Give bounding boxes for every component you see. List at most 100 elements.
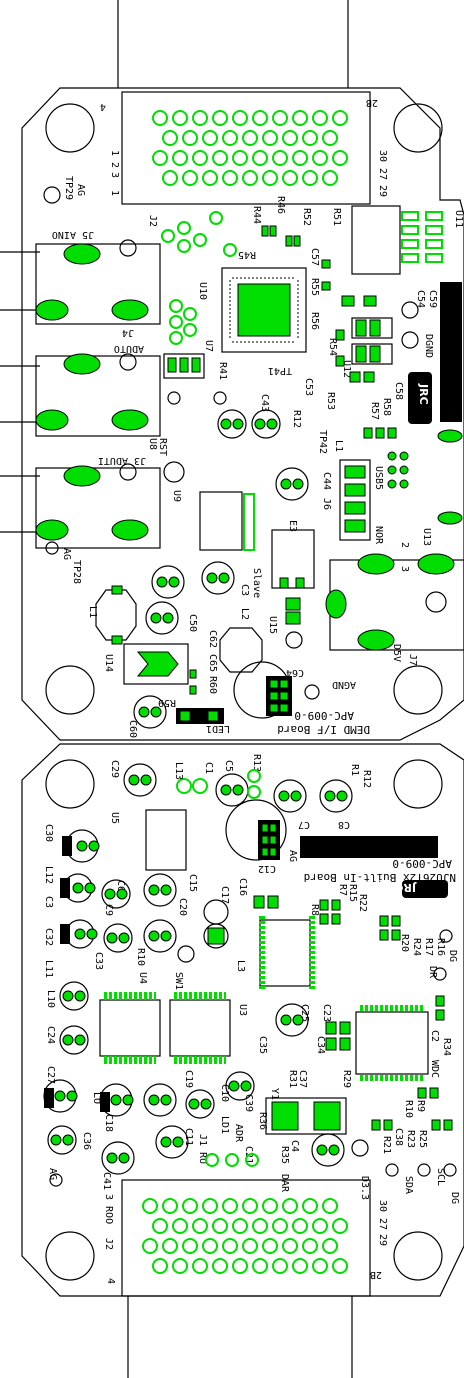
l11-label: L11	[43, 960, 54, 978]
c8-label: C8	[338, 819, 350, 830]
r8-label: R8	[309, 904, 320, 916]
slave-label: Slave	[251, 568, 262, 598]
pin2-label: 2	[399, 542, 410, 548]
j1-label: J1	[197, 1134, 208, 1146]
j2-pin-29: 29	[377, 185, 388, 197]
c64-label: C64	[286, 667, 304, 678]
e3-label: E3	[287, 520, 298, 532]
jack-j3	[0, 463, 161, 549]
c35-label: C35	[257, 1036, 268, 1054]
r25-label: R25	[417, 1130, 428, 1148]
agnd-label: AGND	[332, 679, 356, 690]
c3-label: C3	[239, 584, 250, 596]
j6-label: J6	[321, 498, 332, 510]
j2-pin-4: 4	[100, 101, 106, 112]
c38-label: C38	[393, 1128, 404, 1146]
u10-label: U10	[197, 282, 208, 300]
l2-label: L2	[239, 608, 250, 620]
u9-label: U9	[171, 490, 182, 502]
dg-scl-label: DG	[449, 1192, 460, 1204]
tp28-label: TP28	[71, 560, 82, 584]
c62-label: C62	[207, 630, 218, 648]
r41-label: R41	[217, 362, 228, 380]
c59-label: C59	[427, 290, 438, 308]
c58-label: C58	[393, 382, 404, 400]
u4-label: U4	[137, 972, 148, 984]
nor-label: NOR	[373, 526, 384, 545]
c27-label: C27	[45, 1066, 56, 1084]
jrc-logo-bottom: JRC	[395, 880, 448, 898]
c29-label: C29	[109, 760, 120, 778]
j2b-pin-29: 29	[377, 1234, 388, 1246]
bottom-board: 4 2B 3 ROO J2 30 27 29 C29 U5 L13 C1 C5 …	[21, 743, 464, 1297]
l1b-label: L1	[333, 440, 344, 452]
c50-label: C50	[187, 614, 198, 632]
jack-j5	[0, 239, 161, 325]
tp29-label: TP29	[63, 176, 74, 200]
c65-label: C65	[207, 654, 218, 672]
r9-label: R9	[415, 1100, 426, 1112]
j2-pin-3: 3	[109, 172, 120, 178]
j2-pin-2b: 2B	[366, 97, 378, 108]
c18-label: C18	[103, 1114, 114, 1132]
r17-label: R17	[423, 938, 434, 956]
j2b-pin-4: 4	[105, 1278, 116, 1284]
j2b-pin-27: 27	[377, 1218, 388, 1230]
d5v-label: D5V	[391, 644, 402, 662]
r46-label: R46	[275, 196, 286, 214]
u5-label: U5	[109, 812, 120, 824]
ag2-label: AG	[47, 1168, 58, 1180]
j2-ref: J2	[147, 215, 158, 227]
r44-label: R44	[251, 206, 262, 224]
j2-pin-1: 1	[109, 190, 120, 196]
r35-label: R35	[279, 1146, 290, 1164]
c7-label: C7	[298, 819, 310, 830]
r60-label: R60	[207, 676, 218, 694]
c9-label: C9	[103, 904, 114, 916]
j2b-ref: J2	[103, 1238, 114, 1250]
r15-label: R15	[347, 884, 358, 902]
c30-label: C30	[43, 824, 54, 842]
ag-label: AG	[287, 850, 298, 862]
tp28-ag-label: AG	[61, 548, 72, 560]
j4-label: J4	[122, 327, 134, 338]
r13-label: R13	[251, 754, 262, 772]
r12-label: R12	[291, 410, 302, 428]
tp42-label: TP42	[317, 430, 328, 454]
c10-label: C10	[219, 1084, 230, 1102]
ru-label: RU	[197, 1152, 208, 1164]
r53-label: R53	[325, 392, 336, 410]
c11-label: C11	[183, 1128, 194, 1146]
r10b-label: R10	[403, 1100, 414, 1118]
c6-label: C6	[115, 880, 126, 892]
c53-label: C53	[303, 378, 314, 396]
c25-label: C25	[299, 1004, 310, 1022]
adr-label: ADR	[233, 1124, 244, 1143]
c57-label: C57	[309, 248, 320, 266]
c54-label: C54	[415, 290, 426, 308]
r1-label: R1	[349, 764, 360, 776]
j3-label: J3 ADUTI	[98, 455, 146, 466]
r51-label: R51	[331, 208, 342, 226]
jrc-logo-top: JRC	[408, 372, 432, 424]
l10-label: L10	[45, 990, 56, 1008]
c15-label: C15	[187, 874, 198, 892]
r7-label: R7	[337, 884, 348, 896]
c5-label: C5	[223, 760, 234, 772]
c17-label: C17	[219, 886, 230, 904]
bottom-board-name: APC-009-0	[392, 857, 452, 870]
c60-label: C60	[127, 720, 138, 738]
r59-label: R59	[158, 697, 176, 708]
u15-label: U15	[267, 616, 278, 634]
j2-pin-30: 30	[377, 150, 388, 162]
r54-label: R54	[327, 338, 338, 356]
j2-bottom-pins	[142, 1198, 348, 1274]
c39-label: C39	[243, 1094, 254, 1112]
tp29-ag-label: AG	[75, 184, 86, 196]
r31-label: R31	[287, 1070, 298, 1088]
c19-label: C19	[183, 1070, 194, 1088]
c3b-label: C3	[43, 896, 54, 908]
inductor-l1	[95, 589, 137, 641]
r57-label: R57	[369, 402, 380, 420]
r21-label: R21	[381, 1136, 392, 1154]
